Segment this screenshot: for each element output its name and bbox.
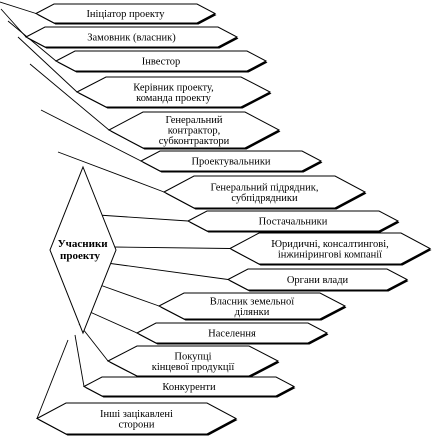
participant-box-6 [139, 150, 323, 172]
connector-line-9 [112, 246, 231, 249]
connector-line-4 [17, 36, 78, 93]
participant-label-11-line-2: ділянки [235, 307, 270, 318]
participant-label-4-line-2: команда проекту [136, 93, 211, 104]
connector-line-3 [7, 20, 57, 62]
participant-label-14: Конкуренти [162, 382, 216, 393]
participant-box-1 [34, 3, 217, 24]
center-label: Учасники проекту [58, 238, 111, 262]
participant-box-5 [107, 111, 281, 149]
center-node: Учасники проекту [49, 165, 117, 335]
participant-label-9: Юридичні, консалтингові,інжинірингові ко… [271, 239, 389, 261]
participant-label-6-line-1: Проектувальники [191, 157, 270, 168]
connector-line-10 [106, 262, 229, 280]
participant-label-7-line-2: субпідрядники [231, 193, 298, 204]
participant-label-10-line-1: Органи влади [287, 275, 349, 286]
connector-line-6 [40, 109, 142, 162]
participant-box-12 [135, 322, 329, 344]
participant-label-9-line-2: інжинірингові компанії [278, 249, 382, 260]
participant-label-5-line-3: субконтрактори [159, 136, 230, 147]
participant-box-8 [186, 210, 400, 232]
participant-label-2: Замовник (власник) [87, 33, 176, 44]
participant-box-4 [75, 76, 272, 108]
participant-label-2-line-1: Замовник (власник) [87, 33, 176, 44]
participant-box-7 [162, 175, 367, 209]
participant-label-1: Ініціатор проекту [86, 9, 165, 20]
participant-label-4: Керівник проекту,команда проекту [133, 82, 214, 104]
connector-line-5 [29, 63, 110, 131]
participant-label-4-line-1: Керівник проекту, [133, 82, 214, 93]
participant-box-15 [35, 402, 238, 435]
connector-line-12 [89, 311, 138, 334]
participant-label-15-line-2: сторони [118, 419, 154, 430]
participant-label-6: Проектувальники [191, 157, 270, 168]
participant-label-9-line-1: Юридичні, консалтингові, [271, 239, 389, 250]
center-label-line-2: проекту [60, 250, 100, 262]
participant-label-3: Інвестор [142, 57, 181, 68]
participant-box-2 [24, 26, 239, 48]
connector-line-14 [74, 334, 85, 387]
connector-line-15 [36, 339, 69, 419]
participant-label-13-line-2: кінцевої продукції [152, 362, 235, 373]
connector-line-7 [57, 151, 165, 193]
participant-box-11 [157, 292, 347, 320]
participant-label-12-line-1: Населення [208, 329, 256, 340]
participant-label-12: Населення [208, 329, 256, 340]
participant-label-15-line-1: Інші зацікавлені [100, 409, 173, 420]
participant-label-3-line-1: Інвестор [142, 57, 181, 68]
participant-label-5-line-2: контрактор, [168, 126, 221, 137]
participant-label-7-line-1: Генеральний підрядник, [211, 182, 319, 193]
participant-label-14-line-1: Конкуренти [162, 382, 216, 393]
participant-box-13 [106, 345, 280, 377]
participant-label-7: Генеральний підрядник,субпідрядники [211, 182, 319, 204]
center-diamond [49, 165, 117, 335]
participant-label-13-line-1: Покупці [174, 351, 211, 362]
connector-lines [0, 1, 231, 419]
participant-box-14 [82, 376, 296, 397]
center-label-line-1: Учасники [58, 238, 109, 250]
participant-label-8-line-1: Постачальники [259, 217, 328, 228]
participant-box-3 [54, 50, 268, 72]
participant-label-8: Постачальники [259, 217, 328, 228]
participant-label-10: Органи влади [287, 275, 349, 286]
connector-line-11 [99, 284, 160, 307]
participant-label-1-line-1: Ініціатор проекту [86, 9, 165, 20]
connector-line-1 [0, 1, 37, 14]
connector-line-8 [97, 214, 189, 222]
participant-box-10 [226, 268, 409, 291]
participant-label-5-line-1: Генеральний [165, 115, 222, 126]
participant-label-11-line-1: Власник земельної [210, 296, 295, 307]
participant-box-9 [228, 232, 432, 265]
